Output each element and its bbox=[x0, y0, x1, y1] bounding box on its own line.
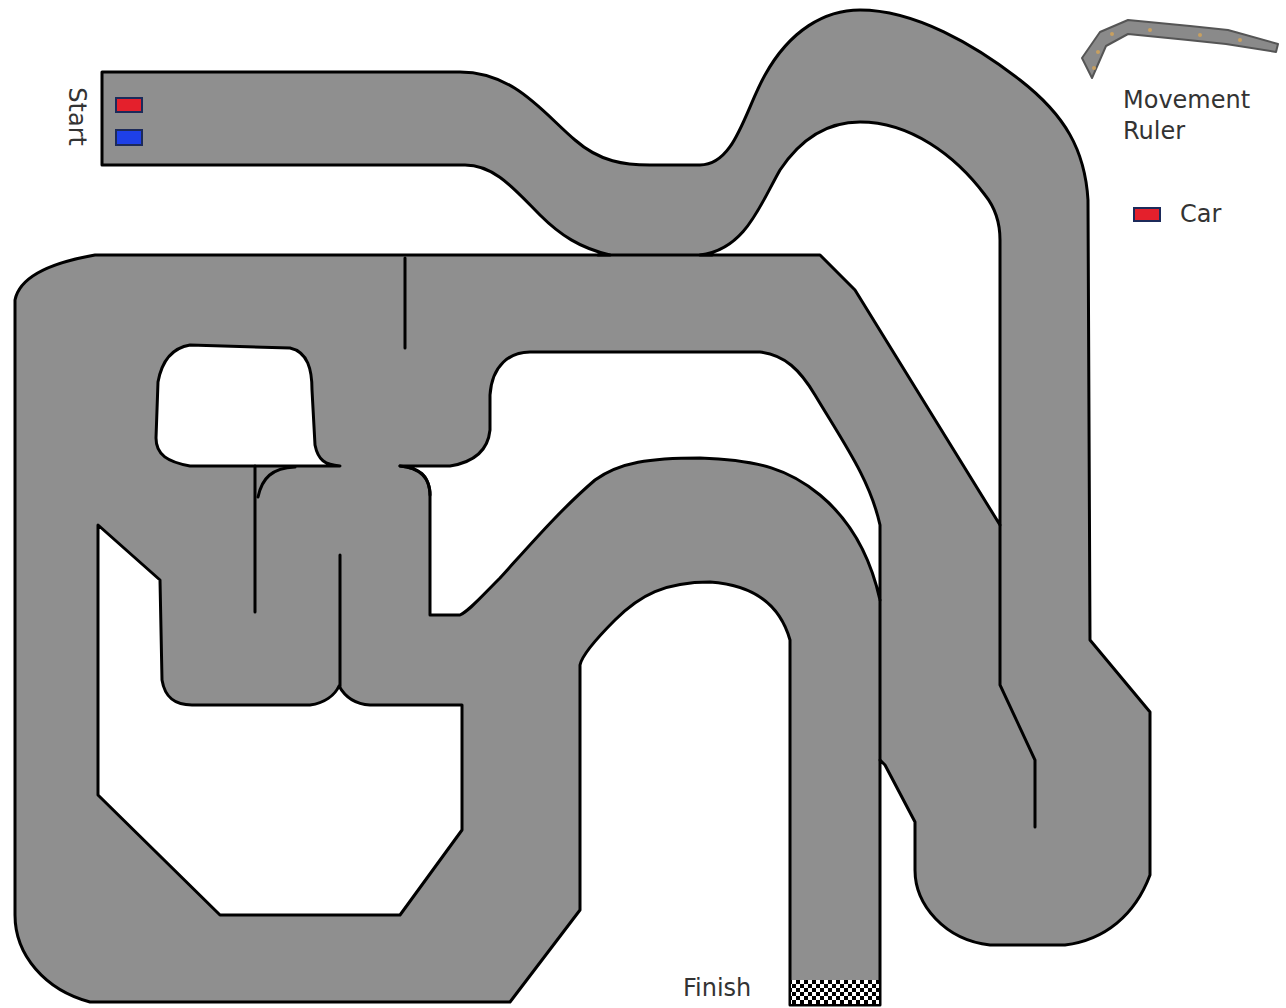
track-label: Finish bbox=[683, 973, 751, 1004]
track-label-text: Start bbox=[60, 88, 91, 147]
track-divider bbox=[255, 255, 1035, 827]
red-car bbox=[116, 98, 142, 112]
legend-entry: Car bbox=[1180, 199, 1221, 230]
legend-text: Car bbox=[1180, 199, 1221, 230]
finish-line bbox=[791, 980, 879, 1004]
track-label-text: Finish bbox=[683, 973, 751, 1004]
track-surface bbox=[15, 10, 1150, 1005]
movement-ruler-icon bbox=[1082, 20, 1278, 78]
legend-text: Movement Ruler bbox=[1123, 85, 1283, 147]
legend-swatch bbox=[1133, 207, 1161, 222]
legend-entry: Movement Ruler bbox=[1123, 85, 1283, 147]
blue-car bbox=[116, 130, 142, 145]
track-label: Start bbox=[60, 88, 91, 147]
